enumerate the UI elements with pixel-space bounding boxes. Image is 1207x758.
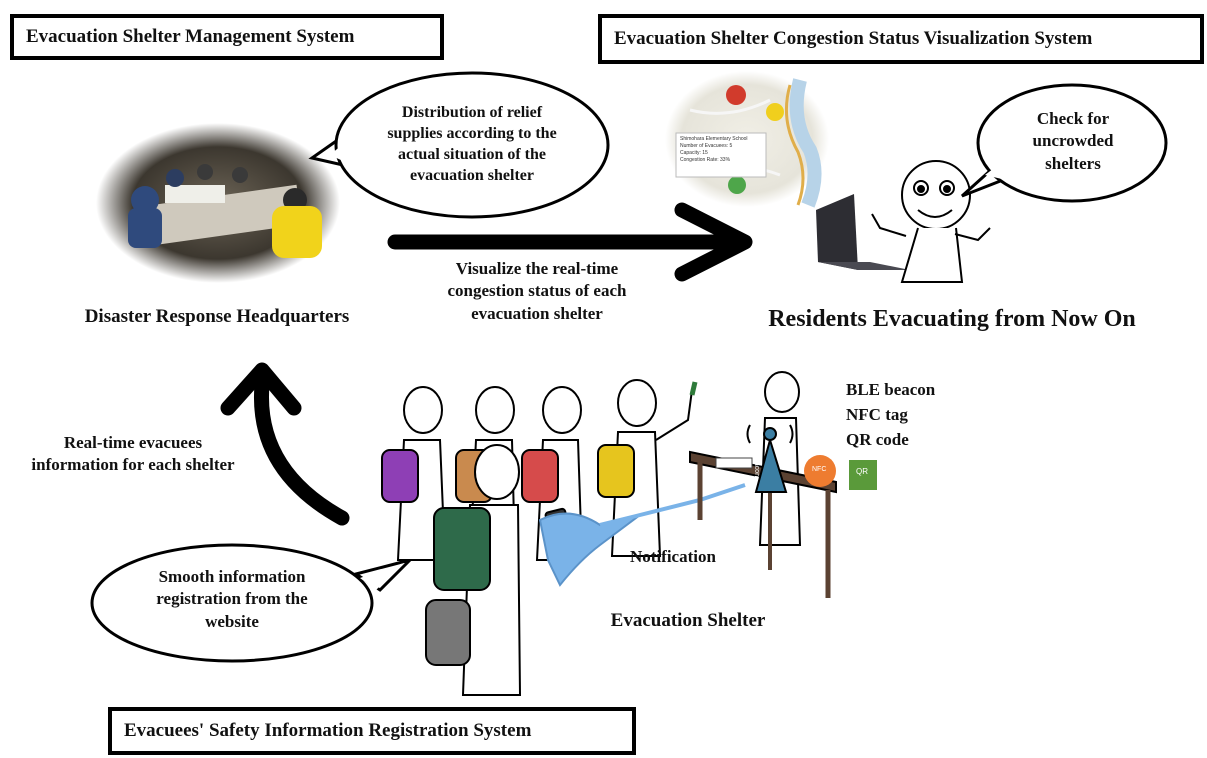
backpack-red (521, 449, 559, 503)
residents-label: Residents Evacuating from Now On (768, 306, 1136, 332)
smooth-speech-bubble (90, 543, 415, 663)
qr-code-label: QR (856, 467, 868, 476)
headquarters-photo (96, 123, 340, 283)
device-list: BLE beacon NFC tag QR code (846, 377, 935, 452)
evacuee-queue (381, 379, 698, 696)
relief-speech-bubble (308, 71, 610, 219)
map-popup-line: Number of Evacuees: 5 (680, 143, 733, 149)
beacon-device-label: beacon (753, 454, 760, 477)
headquarters-label: Disaster Response Headquarters (84, 306, 350, 327)
backpack-purple (381, 449, 419, 503)
map-pin-icon (726, 85, 784, 194)
management-system-title: Evacuation Shelter Management System (10, 14, 444, 60)
laptop-icon (816, 194, 910, 270)
map-popup: Shimohara Elementary School Number of Ev… (680, 136, 766, 164)
evacuee-figure (461, 444, 522, 696)
map-popup-line: Shimohara Elementary School (680, 136, 748, 142)
resident-figure (871, 160, 991, 283)
device-qr: QR code (846, 430, 909, 449)
smooth-bubble-text: Smooth information registration from the… (156, 567, 308, 631)
beacon-device-icon (754, 427, 788, 493)
backpack-yellow (597, 444, 635, 498)
device-nfc: NFC tag (846, 405, 908, 424)
realtime-arrow-icon (220, 362, 350, 526)
relief-bubble-text: Distribution of relief supplies accordin… (387, 104, 557, 185)
check-speech-bubble (960, 83, 1168, 203)
device-ble: BLE beacon (846, 380, 936, 399)
bag-gray (425, 599, 471, 666)
map-popup-line: Capacity: 15 (680, 150, 708, 156)
visualize-flow-label: Visualize the real-time congestion statu… (447, 259, 627, 323)
notification-label: Notification (630, 547, 716, 566)
backpack-green (433, 507, 491, 591)
nfc-tag-icon (804, 455, 836, 487)
check-bubble-text: Check for uncrowded shelters (1032, 109, 1114, 173)
registration-system-title: Evacuees' Safety Information Registratio… (108, 707, 636, 755)
reception-table (689, 371, 877, 598)
visualize-arrow-icon (387, 202, 753, 282)
map-popup-line: Congestion Rate: 33% (680, 157, 731, 163)
visualization-system-title: Evacuation Shelter Congestion Status Vis… (598, 14, 1204, 64)
shelter-map (665, 71, 829, 208)
realtime-info-label: Real-time evacuees information for each … (31, 433, 235, 475)
shelter-label: Evacuation Shelter (610, 610, 766, 631)
nfc-tag-label: NFC (812, 466, 827, 473)
qr-code-icon (849, 460, 877, 490)
